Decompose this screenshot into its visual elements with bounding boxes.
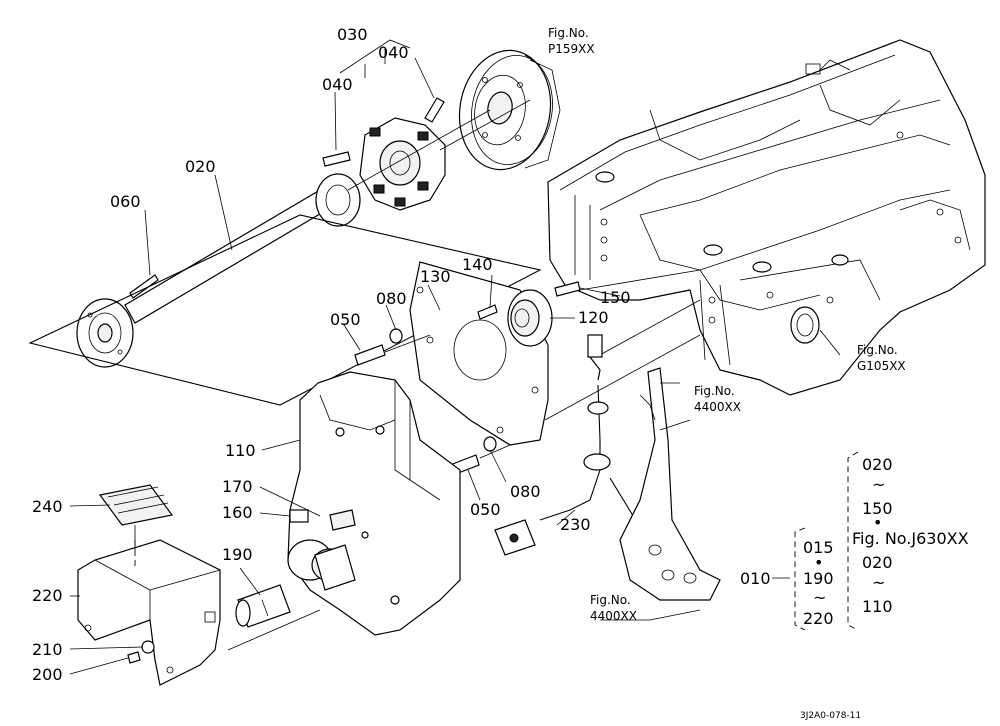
gearbox-housing — [287, 371, 461, 636]
callout-170: 170 — [222, 477, 253, 496]
key-020-bottom: 020 — [862, 553, 893, 572]
key-dot-left: • — [814, 553, 823, 572]
callout-060: 060 — [110, 192, 141, 211]
callout-240: 240 — [32, 497, 63, 516]
key-tilde-1: ~ — [872, 475, 885, 494]
bracket-4400 — [619, 367, 721, 601]
callout-160: 160 — [222, 503, 253, 522]
callout-030: 030 — [337, 25, 368, 44]
callout-120: 120 — [578, 308, 609, 327]
washer-080-lower — [483, 436, 497, 452]
callout-130: 130 — [420, 267, 451, 286]
callout-190: 190 — [222, 545, 253, 564]
fig-ref-code-g105: G105XX — [857, 359, 906, 373]
fig-ref-label-p159: Fig.No. — [548, 26, 589, 40]
callout-020: 020 — [185, 157, 216, 176]
pin-190 — [235, 584, 291, 628]
flexible-coupling — [322, 97, 446, 211]
bearing-housing — [507, 289, 553, 347]
callout-220: 220 — [32, 586, 63, 605]
bolt-050-upper — [354, 344, 386, 366]
fig-ref-code-p159: P159XX — [548, 42, 595, 56]
washer-210 — [141, 640, 155, 654]
callout-200: 200 — [32, 665, 63, 684]
key-015: 015 — [803, 538, 834, 557]
callout-080-upper: 080 — [376, 289, 407, 308]
drive-shaft — [76, 173, 361, 368]
adapter-plate — [409, 261, 549, 446]
key-dot-right: • — [873, 513, 882, 532]
label-plate-240 — [98, 484, 174, 550]
callout-210: 210 — [32, 640, 63, 659]
fig-ref-code-4400-upper: 4400XX — [694, 400, 741, 414]
callout-050-lower: 050 — [470, 500, 501, 519]
callout-110: 110 — [225, 441, 256, 460]
assembly-key: 010 015 • 190 ~ 220 020 ~ 150 • Fig. No.… — [740, 451, 969, 631]
callout-040-right: 040 — [378, 43, 409, 62]
transmission-frame — [547, 39, 986, 396]
callout-230: 230 — [560, 515, 591, 534]
key-010: 010 — [740, 569, 771, 588]
callout-040-left: 040 — [322, 75, 353, 94]
key-fig-j630: Fig. No.J630XX — [852, 529, 969, 548]
fig-ref-label-4400-upper: Fig.No. — [694, 384, 735, 398]
sensor-cable-230 — [494, 334, 661, 561]
key-110: 110 — [862, 597, 893, 616]
bolt-140 — [477, 304, 498, 320]
key-tilde-left: ~ — [813, 588, 826, 607]
callout-140: 140 — [462, 255, 493, 274]
fig-ref-code-4400-lower: 4400XX — [590, 609, 637, 623]
drawing-code: 3J2A0-078-11 — [800, 711, 861, 721]
callout-080-lower: 080 — [510, 482, 541, 501]
washer-080-upper — [389, 328, 403, 344]
shaft-group-outline — [28, 214, 542, 406]
key-150: 150 — [862, 499, 893, 518]
key-020-top: 020 — [862, 455, 893, 474]
flywheel — [458, 49, 561, 171]
fig-ref-label-g105: Fig.No. — [857, 343, 898, 357]
callout-150: 150 — [600, 288, 631, 307]
fig-ref-label-4400-lower: Fig.No. — [590, 593, 631, 607]
callout-050-upper: 050 — [330, 310, 361, 329]
key-220: 220 — [803, 609, 834, 628]
cover-220 — [77, 539, 221, 686]
key-tilde-3: ~ — [872, 573, 885, 592]
key-190: 190 — [803, 569, 834, 588]
screw-200 — [127, 651, 141, 664]
